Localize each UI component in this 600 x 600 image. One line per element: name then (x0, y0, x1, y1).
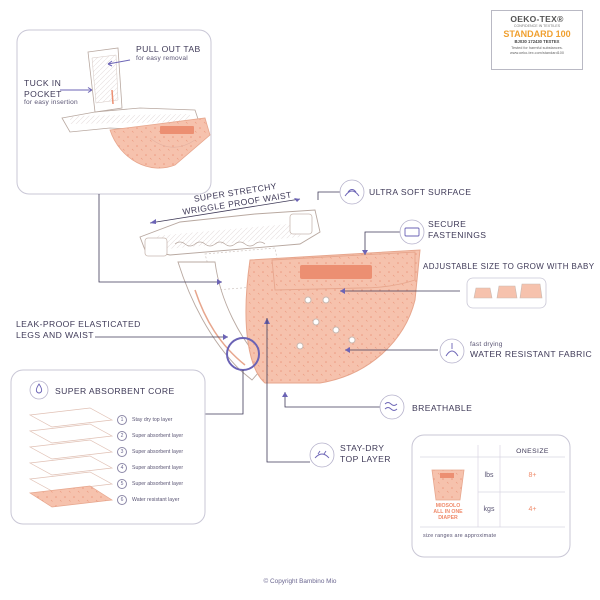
leak-proof-label-1: LEAK-PROOF ELASTICATED (16, 319, 141, 329)
oeko-tested: Tested for harmful substances. (511, 46, 563, 50)
leak-proof-label-2: LEGS AND WAIST (16, 329, 94, 340)
core-layer-num: 6 (117, 495, 127, 505)
stay-dry-label-1: STAY-DRY (340, 443, 385, 453)
pull-out-tab-sub: for easy removal (136, 54, 188, 62)
size-unit-kgs: kgs (483, 506, 495, 513)
core-layer-row: 4 Super absorbent layer (117, 463, 183, 473)
ultra-soft-icon (339, 179, 365, 205)
water-resistant-callout: fast drying WATER RESISTANT FABRIC (470, 341, 592, 360)
core-layer-label: Water resistant layer (132, 497, 180, 503)
size-unit-lbs: lbs (484, 472, 494, 479)
leak-proof-callout: LEAK-PROOF ELASTICATED LEGS AND WAIST (16, 319, 141, 340)
core-layer-label: Super absorbent layer (132, 433, 184, 439)
adjustable-size-label: ADJUSTABLE SIZE TO GROW WITH BABY (423, 262, 595, 271)
core-layer-row: 3 Super absorbent layer (117, 447, 183, 457)
product-line-3: DIAPER (438, 514, 458, 521)
tuck-in-label-1: TUCK IN (24, 78, 62, 88)
size-table-header: ONESIZE (516, 448, 549, 455)
core-layer-label: Stay dry top layer (132, 417, 173, 423)
drop-icon (29, 380, 49, 400)
pull-out-tab-callout: PULL OUT TAB for easy removal (136, 44, 201, 63)
core-layer-num: 1 (117, 415, 127, 425)
core-layer-row: 6 Water resistant layer (117, 495, 179, 505)
main-diaper-drawing (139, 209, 421, 384)
product-line-2: ALL IN ONE (433, 508, 463, 515)
pull-tab-arrow (107, 59, 131, 65)
core-layer-row: 1 Stay dry top layer (117, 415, 172, 425)
stay-dry-icon (309, 442, 335, 468)
ultra-soft-label: ULTRA SOFT SURFACE (369, 187, 472, 197)
copyright-text: © Copyright Bambino Mio (263, 578, 337, 585)
size-value-kgs: 4+ (528, 506, 537, 513)
core-layer-row: 5 Super absorbent layer (117, 479, 183, 489)
core-layer-label: Super absorbent layer (132, 449, 184, 455)
oeko-tex-label: OEKO-TEX® CONFIDENCE IN TEXTILES STANDAR… (491, 10, 583, 70)
secure-fastenings-callout: SECURE FASTENINGS (428, 219, 486, 240)
stay-dry-label-2: TOP LAYER (340, 453, 391, 464)
tuck-in-sub: for easy insertion (24, 99, 78, 107)
core-title: SUPER ABSORBENT CORE (55, 386, 175, 396)
size-table-diaper-image (431, 469, 465, 501)
core-layer-row: 2 Super absorbent layer (117, 431, 183, 441)
tuck-in-label-2: POCKET (24, 88, 62, 99)
oeko-tagline: CONFIDENCE IN TEXTILES (513, 24, 561, 28)
core-layer-num: 2 (117, 431, 127, 441)
core-layers-drawing (28, 407, 114, 508)
size-table-product: MIOSOLO ALL IN ONE DIAPER (420, 503, 476, 522)
water-resistant-label: WATER RESISTANT FABRIC (470, 348, 593, 359)
secure-label-2: FASTENINGS (428, 229, 487, 240)
size-table-note: size ranges are approximate (423, 533, 497, 539)
breathable-label: BREATHABLE (412, 403, 473, 413)
stay-dry-callout: STAY-DRY TOP LAYER (340, 443, 391, 464)
pull-out-tab-label: PULL OUT TAB (136, 44, 201, 54)
secure-label-1: SECURE (428, 219, 467, 229)
breathable-icon (379, 394, 405, 420)
small-diaper-drawing (61, 47, 211, 169)
secure-fastenings-icon (399, 219, 425, 245)
size-step-drawings (473, 283, 543, 299)
core-layer-num: 4 (117, 463, 127, 473)
product-line-1: MIOSOLO (435, 503, 461, 509)
fast-drying-label: fast drying (470, 341, 503, 348)
size-table-box (411, 434, 571, 558)
oeko-code: BJ030 172430 TESTEX (514, 39, 560, 44)
core-layer-label: Super absorbent layer (132, 465, 184, 471)
core-layer-num: 3 (117, 447, 127, 457)
stretchy-arrow (149, 198, 301, 224)
water-resistant-icon (439, 338, 465, 364)
oeko-url: www.oeko-tex.com/standard100 (509, 50, 565, 55)
size-value-lbs: 8+ (528, 472, 537, 479)
core-layer-num: 5 (117, 479, 127, 489)
size-table-grid (420, 445, 565, 528)
tuck-in-callout: TUCK IN POCKET for easy insertion (24, 78, 78, 107)
oeko-standard: STANDARD 100 (503, 29, 571, 39)
core-layer-label: Super absorbent layer (132, 481, 184, 487)
oeko-brand: OEKO-TEX® (510, 14, 564, 24)
